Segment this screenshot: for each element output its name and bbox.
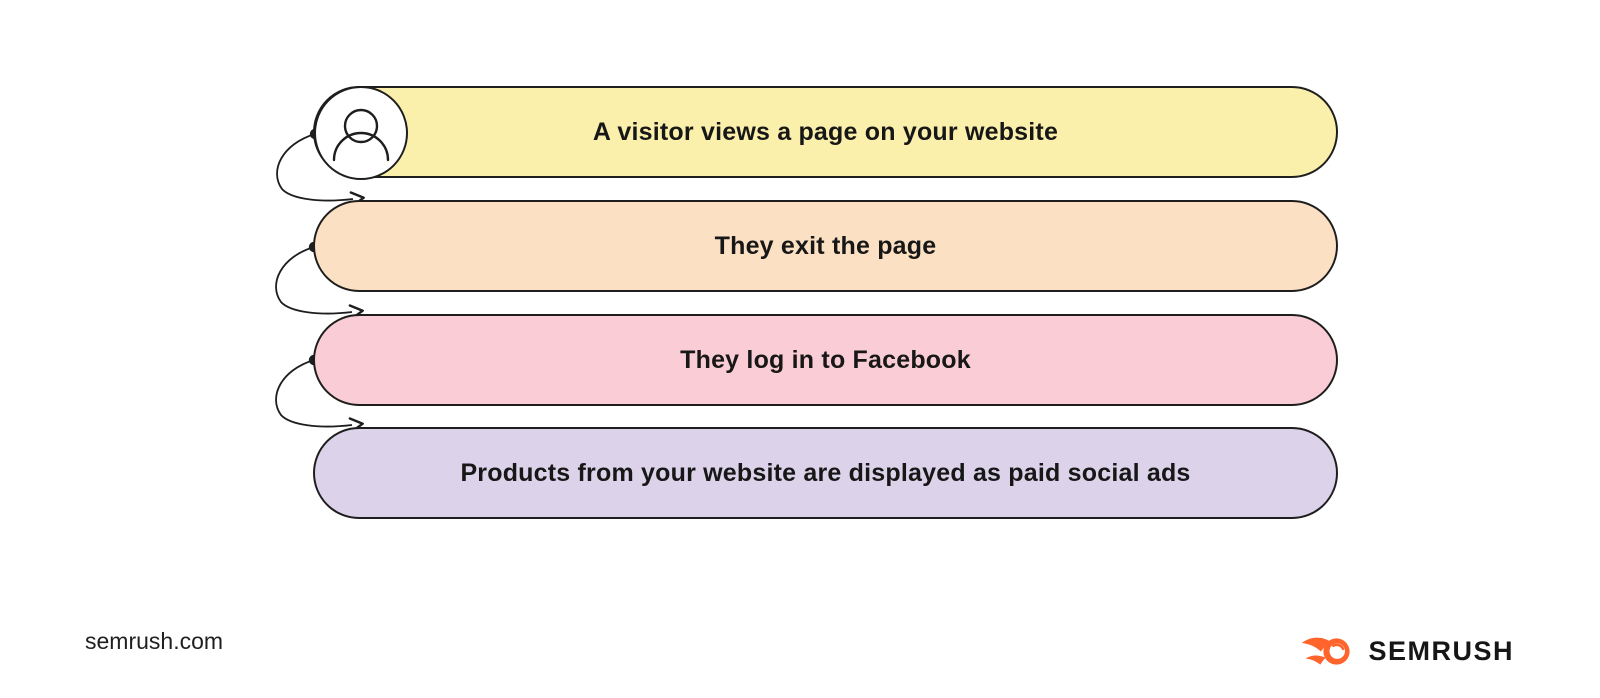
step-4-pill: Products from your website are displayed… <box>313 427 1338 519</box>
semrush-flame-icon <box>1302 637 1351 665</box>
step-2-label: They exit the page <box>714 231 937 260</box>
site-url-label: semrush.com <box>85 628 224 654</box>
visitor-avatar <box>314 86 408 180</box>
person-icon <box>332 108 390 162</box>
step-3-pill: They log in to Facebook <box>313 314 1338 406</box>
step-2-pill: They exit the page <box>313 200 1338 292</box>
semrush-logo: SEMRUSH <box>1301 634 1514 669</box>
step-1-label: A visitor views a page on your website <box>592 117 1059 146</box>
semrush-wordmark: SEMRUSH <box>1368 636 1514 666</box>
step-1-pill: A visitor views a page on your website <box>313 86 1338 178</box>
step-3-label: They log in to Facebook <box>680 345 971 374</box>
step-4-label: Products from your website are displayed… <box>460 458 1191 487</box>
